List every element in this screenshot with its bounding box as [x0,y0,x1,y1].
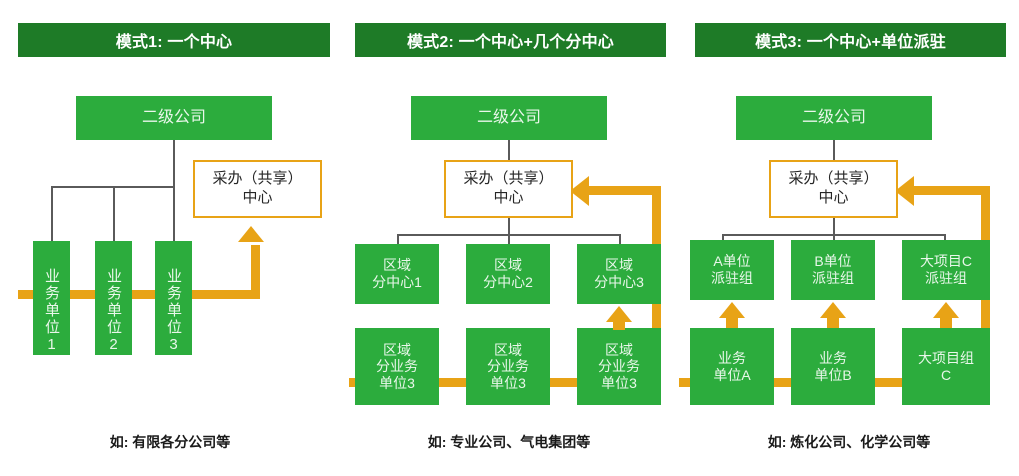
panel-2-sub-center-2: 区域 分中心2 [466,244,550,304]
panel-mode-1: 模式1: 一个中心 二级公司 采办（共享） 中心 业务单位1 业务单位2 [0,0,340,476]
panel-2-sub-center-2-line-2: 分中心2 [483,274,533,290]
panel-mode-2: 模式2: 一个中心+几个分中心 二级公司 采办（共享） 中心 区域 分中心1 区… [339,0,679,476]
panel-3-dispatch-group-3: 大项目C 派驻组 [902,240,990,300]
panel-3-business-unit-1: 业务 单位A [690,328,774,405]
panel-3-drop-line-3 [944,234,946,241]
panel-2-sub-center-1-line-1: 区域 [382,257,411,274]
panel-2-sub-unit-3: 区域 分业务 单位3 [577,328,661,405]
panel-3-flow-return [914,186,986,195]
panel-2-sub-center-2-line-1: 区域 [493,257,522,274]
panel-2-sub-center-3-line-1: 区域 [604,257,633,274]
panel-2-sub-unit-2-line-2: 分业务 [487,358,529,375]
panel-3-dispatch-group-3-line-1: 大项目C [919,253,973,270]
panel-3-dispatch-group-1: A单位 派驻组 [690,240,774,300]
panel-3-center-line-1: 采办（共享） [788,170,879,188]
panel-1-caption: 如: 有限各分公司等 [109,434,231,450]
panel-1-trunk-line [173,140,175,187]
panel-2-sub-unit-1-line-3: 单位3 [379,374,415,391]
panel-2-caption: 如: 专业公司、气电集团等 [427,434,591,450]
panel-1-flow-riser [251,245,260,295]
panel-2-drop-line-2 [508,234,510,245]
panel-2-sub-unit-2-line-3: 单位3 [490,374,526,391]
panel-2-center-line-1: 采办（共享） [463,170,554,188]
panel-3-unit-arrow-3 [931,302,961,328]
panel-3-procurement-center: 采办（共享） 中心 [769,160,898,218]
panel-3-top-node: 二级公司 [736,96,932,140]
panel-1-unit-1-label: 业务单位1 [43,267,60,355]
panel-3-dispatch-group-2-line-2: 派驻组 [812,270,854,286]
panel-1-drop-line-1 [51,186,53,241]
panel-3-business-unit-1-line-1: 业务 [718,349,746,366]
panel-1-flow-arrow-up [236,226,266,250]
panel-3-dispatch-group-1-line-2: 派驻组 [711,270,753,286]
panel-2-sub-unit-2: 区域 分业务 单位3 [466,328,550,405]
panel-1-drop-line-3 [173,186,175,241]
panel-2-flow-return [589,186,657,195]
panel-1-top-node: 二级公司 [76,96,272,140]
panel-3-unit-arrow-1 [717,302,747,328]
panel-3-header: 模式3: 一个中心+单位派驻 [695,23,1006,57]
panel-3-business-unit-2-line-2: 单位B [814,366,852,383]
panel-3-business-unit-1-line-2: 单位A [713,366,751,383]
panel-3-business-unit-2-line-1: 业务 [819,349,847,366]
panel-1-unit-2: 业务单位2 [95,241,132,355]
panel-2-trunk-line [508,140,510,162]
panel-3-business-unit-2: 业务 单位B [791,328,875,405]
panel-1-unit-2-label: 业务单位2 [105,267,122,355]
panel-2-sub-unit-3-line-3: 单位3 [601,374,637,391]
panel-1-center-line-2: 中心 [242,189,273,206]
panel-2-top-node: 二级公司 [411,96,607,140]
panel-2-sub-center-1: 区域 分中心1 [355,244,439,304]
panel-2-sub-unit-1-line-1: 区域 [383,341,411,358]
panel-2-sub-unit-2-line-1: 区域 [494,341,522,358]
panel-3-business-unit-3: 大项目组 C [902,328,990,405]
panel-2-header: 模式2: 一个中心+几个分中心 [355,23,666,57]
panel-2-sub-center-1-line-2: 分中心1 [372,274,422,290]
panel-3-dispatch-group-1-line-1: A单位 [713,253,751,270]
panel-3-flow-arrow-left [895,176,914,206]
panel-3-drop-line-1 [722,234,724,241]
panel-1-drop-line-2 [113,186,115,241]
panel-mode-3: 模式3: 一个中心+单位派驻 二级公司 采办（共享） 中心 A单位 派驻组 B单… [679,0,1019,476]
panel-3-unit-arrow-2 [818,302,848,328]
panel-3-dispatch-group-2-line-1: B单位 [814,253,852,270]
panel-2-unit-to-center-arrow [604,306,634,330]
panel-3-center-line-2: 中心 [818,189,849,206]
panel-3-dispatch-group-2: B单位 派驻组 [791,240,875,300]
panel-2-drop-line-1 [397,234,399,245]
panel-1-procurement-center: 采办（共享） 中心 [193,160,322,218]
panel-3-dispatch-group-3-line-2: 派驻组 [925,270,967,286]
panel-1-unit-1: 业务单位1 [33,241,70,355]
panel-2-procurement-center: 采办（共享） 中心 [444,160,573,218]
panel-2-center-line-2: 中心 [493,189,524,206]
panel-3-center-drop [833,218,835,235]
panel-2-sub-unit-3-line-2: 分业务 [598,358,640,375]
panel-3-business-unit-3-line-2: C [940,366,952,383]
panel-1-center-line-1: 采办（共享） [212,170,303,188]
panel-2-sub-unit-1: 区域 分业务 单位3 [355,328,439,405]
panel-2-center-drop [508,218,510,235]
panel-3-trunk-line [833,140,835,162]
panel-2-sub-unit-3-line-1: 区域 [605,341,633,358]
panel-1-unit-3-label: 业务单位3 [165,267,182,355]
panel-1-unit-3: 业务单位3 [155,241,192,355]
panel-1-header: 模式1: 一个中心 [18,23,330,57]
panel-3-business-unit-3-line-1: 大项目组 [918,349,974,366]
panel-2-sub-unit-1-line-2: 分业务 [376,358,418,375]
panel-2-sub-center-3: 区域 分中心3 [577,244,661,304]
panel-2-flow-arrow-left [570,176,589,206]
panel-3-caption: 如: 炼化公司、化学公司等 [767,434,931,450]
panel-2-drop-line-3 [619,234,621,245]
panel-1-flow-line [18,290,260,299]
panel-3-drop-line-2 [833,234,835,241]
panel-2-sub-center-3-line-2: 分中心3 [594,274,644,290]
